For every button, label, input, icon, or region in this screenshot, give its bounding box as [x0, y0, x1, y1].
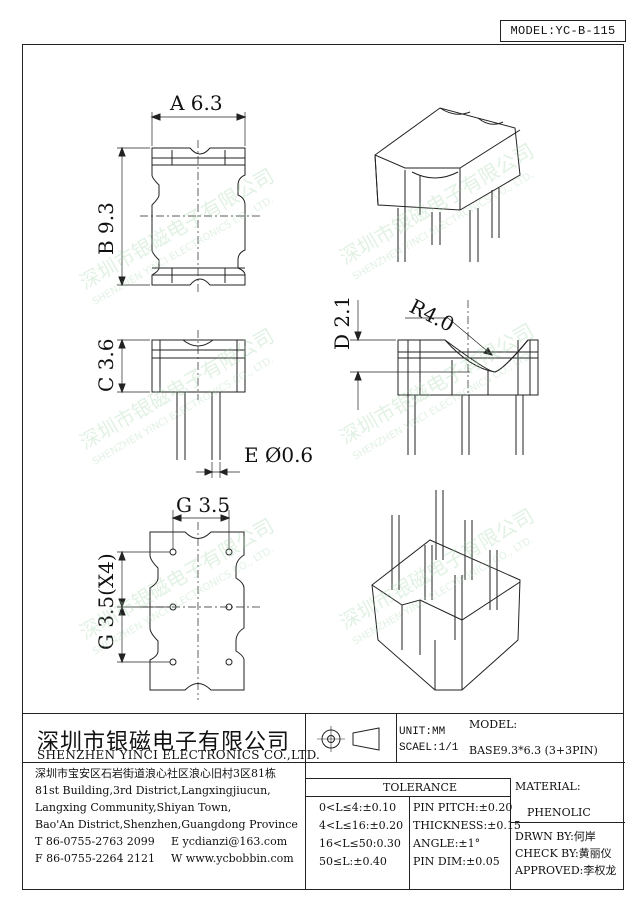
- drawing-frame: [22, 44, 624, 714]
- company-email: E ycdianzi@163.com: [171, 835, 288, 848]
- iso-view-top: [374, 107, 521, 262]
- tolerance-title: TOLERANCE: [383, 781, 457, 794]
- top-view: [117, 112, 262, 295]
- tolerance-right-2: THICKNESS:±0.15: [413, 819, 521, 832]
- front-view: [350, 300, 539, 455]
- approved-by: APPROVED:李权龙: [515, 864, 617, 877]
- dim-b-label: B 9.3: [94, 202, 118, 255]
- company-cn-name: 深圳市银磁电子有限公司: [37, 730, 291, 755]
- side-view: [117, 330, 246, 478]
- watermark-cn-6: 深圳市银磁电子有限公司: [336, 504, 539, 635]
- company-web: W www.ycbobbin.com: [171, 852, 294, 865]
- dim-g-vertical-label: G 3.5(X4): [94, 553, 118, 650]
- dim-c-label: C 3.6: [94, 339, 118, 392]
- scale-label: SCAEL:1/1: [399, 742, 459, 754]
- unit-label: UNIT:MM: [399, 726, 446, 738]
- tolerance-right-1: PIN PITCH:±0.20: [413, 801, 513, 814]
- tolerance-left-1: 0<L≤4:±0.10: [319, 801, 397, 814]
- dim-d-label: D 2.1: [330, 296, 354, 350]
- material-value: PHENOLIC: [527, 806, 591, 819]
- model-header: MODEL:: [469, 718, 518, 731]
- model-value: BASE9.3*6.3 (3+3PIN): [469, 744, 598, 757]
- projection-symbol-icon: [317, 726, 380, 752]
- company-en-name: SHENZHEN YINCI ELECTRONICS CO.,LTD.: [37, 748, 321, 762]
- company-address-en-3: Bao'An District,Shenzhen,Guangdong Provi…: [35, 818, 298, 831]
- check-by: CHECK BY:黄丽仪: [515, 847, 612, 860]
- company-fax: F 86-0755-2264 2121: [35, 852, 156, 865]
- tolerance-left-4: 50≤L:±0.40: [319, 855, 387, 868]
- tolerance-right-4: PIN DIM:±0.05: [413, 855, 500, 868]
- company-tel: T 86-0755-2763 2099: [35, 835, 155, 848]
- tolerance-left-2: 4<L≤16:±0.20: [319, 819, 404, 832]
- model-label: MODEL:YC-B-115: [500, 20, 626, 42]
- dim-a-label: A 6.3: [169, 91, 223, 115]
- iso-view-bottom: [371, 490, 521, 691]
- dim-r-label: R4.0: [406, 294, 459, 337]
- watermark-cn-4: 深圳市银磁电子有限公司: [336, 319, 539, 450]
- company-address-en-2: Langxing Community,Shiyan Town,: [35, 801, 232, 814]
- company-address-cn: 深圳市宝安区石岩街道浪心社区浪心旧村3区81栋: [35, 767, 276, 780]
- dim-g-horizontal-label: G 3.5: [176, 493, 230, 517]
- tolerance-left-3: 16<L≤50:0.30: [319, 837, 401, 850]
- tolerance-right-3: ANGLE:±1°: [413, 837, 481, 850]
- bottom-view: [117, 510, 260, 700]
- watermark-cn-2: 深圳市银磁电子有限公司: [336, 139, 539, 270]
- company-address-en-1: 81st Building,3rd District,Langxingjiucu…: [35, 784, 271, 797]
- material-label: MATERIAL:: [515, 780, 581, 793]
- drawn-by: DRWN BY:何岸: [515, 830, 596, 843]
- dim-e-label: E Ø0.6: [244, 443, 313, 467]
- title-block: 深圳市银磁电子有限公司 SHENZHEN YINCI ELECTRONICS C…: [22, 714, 625, 890]
